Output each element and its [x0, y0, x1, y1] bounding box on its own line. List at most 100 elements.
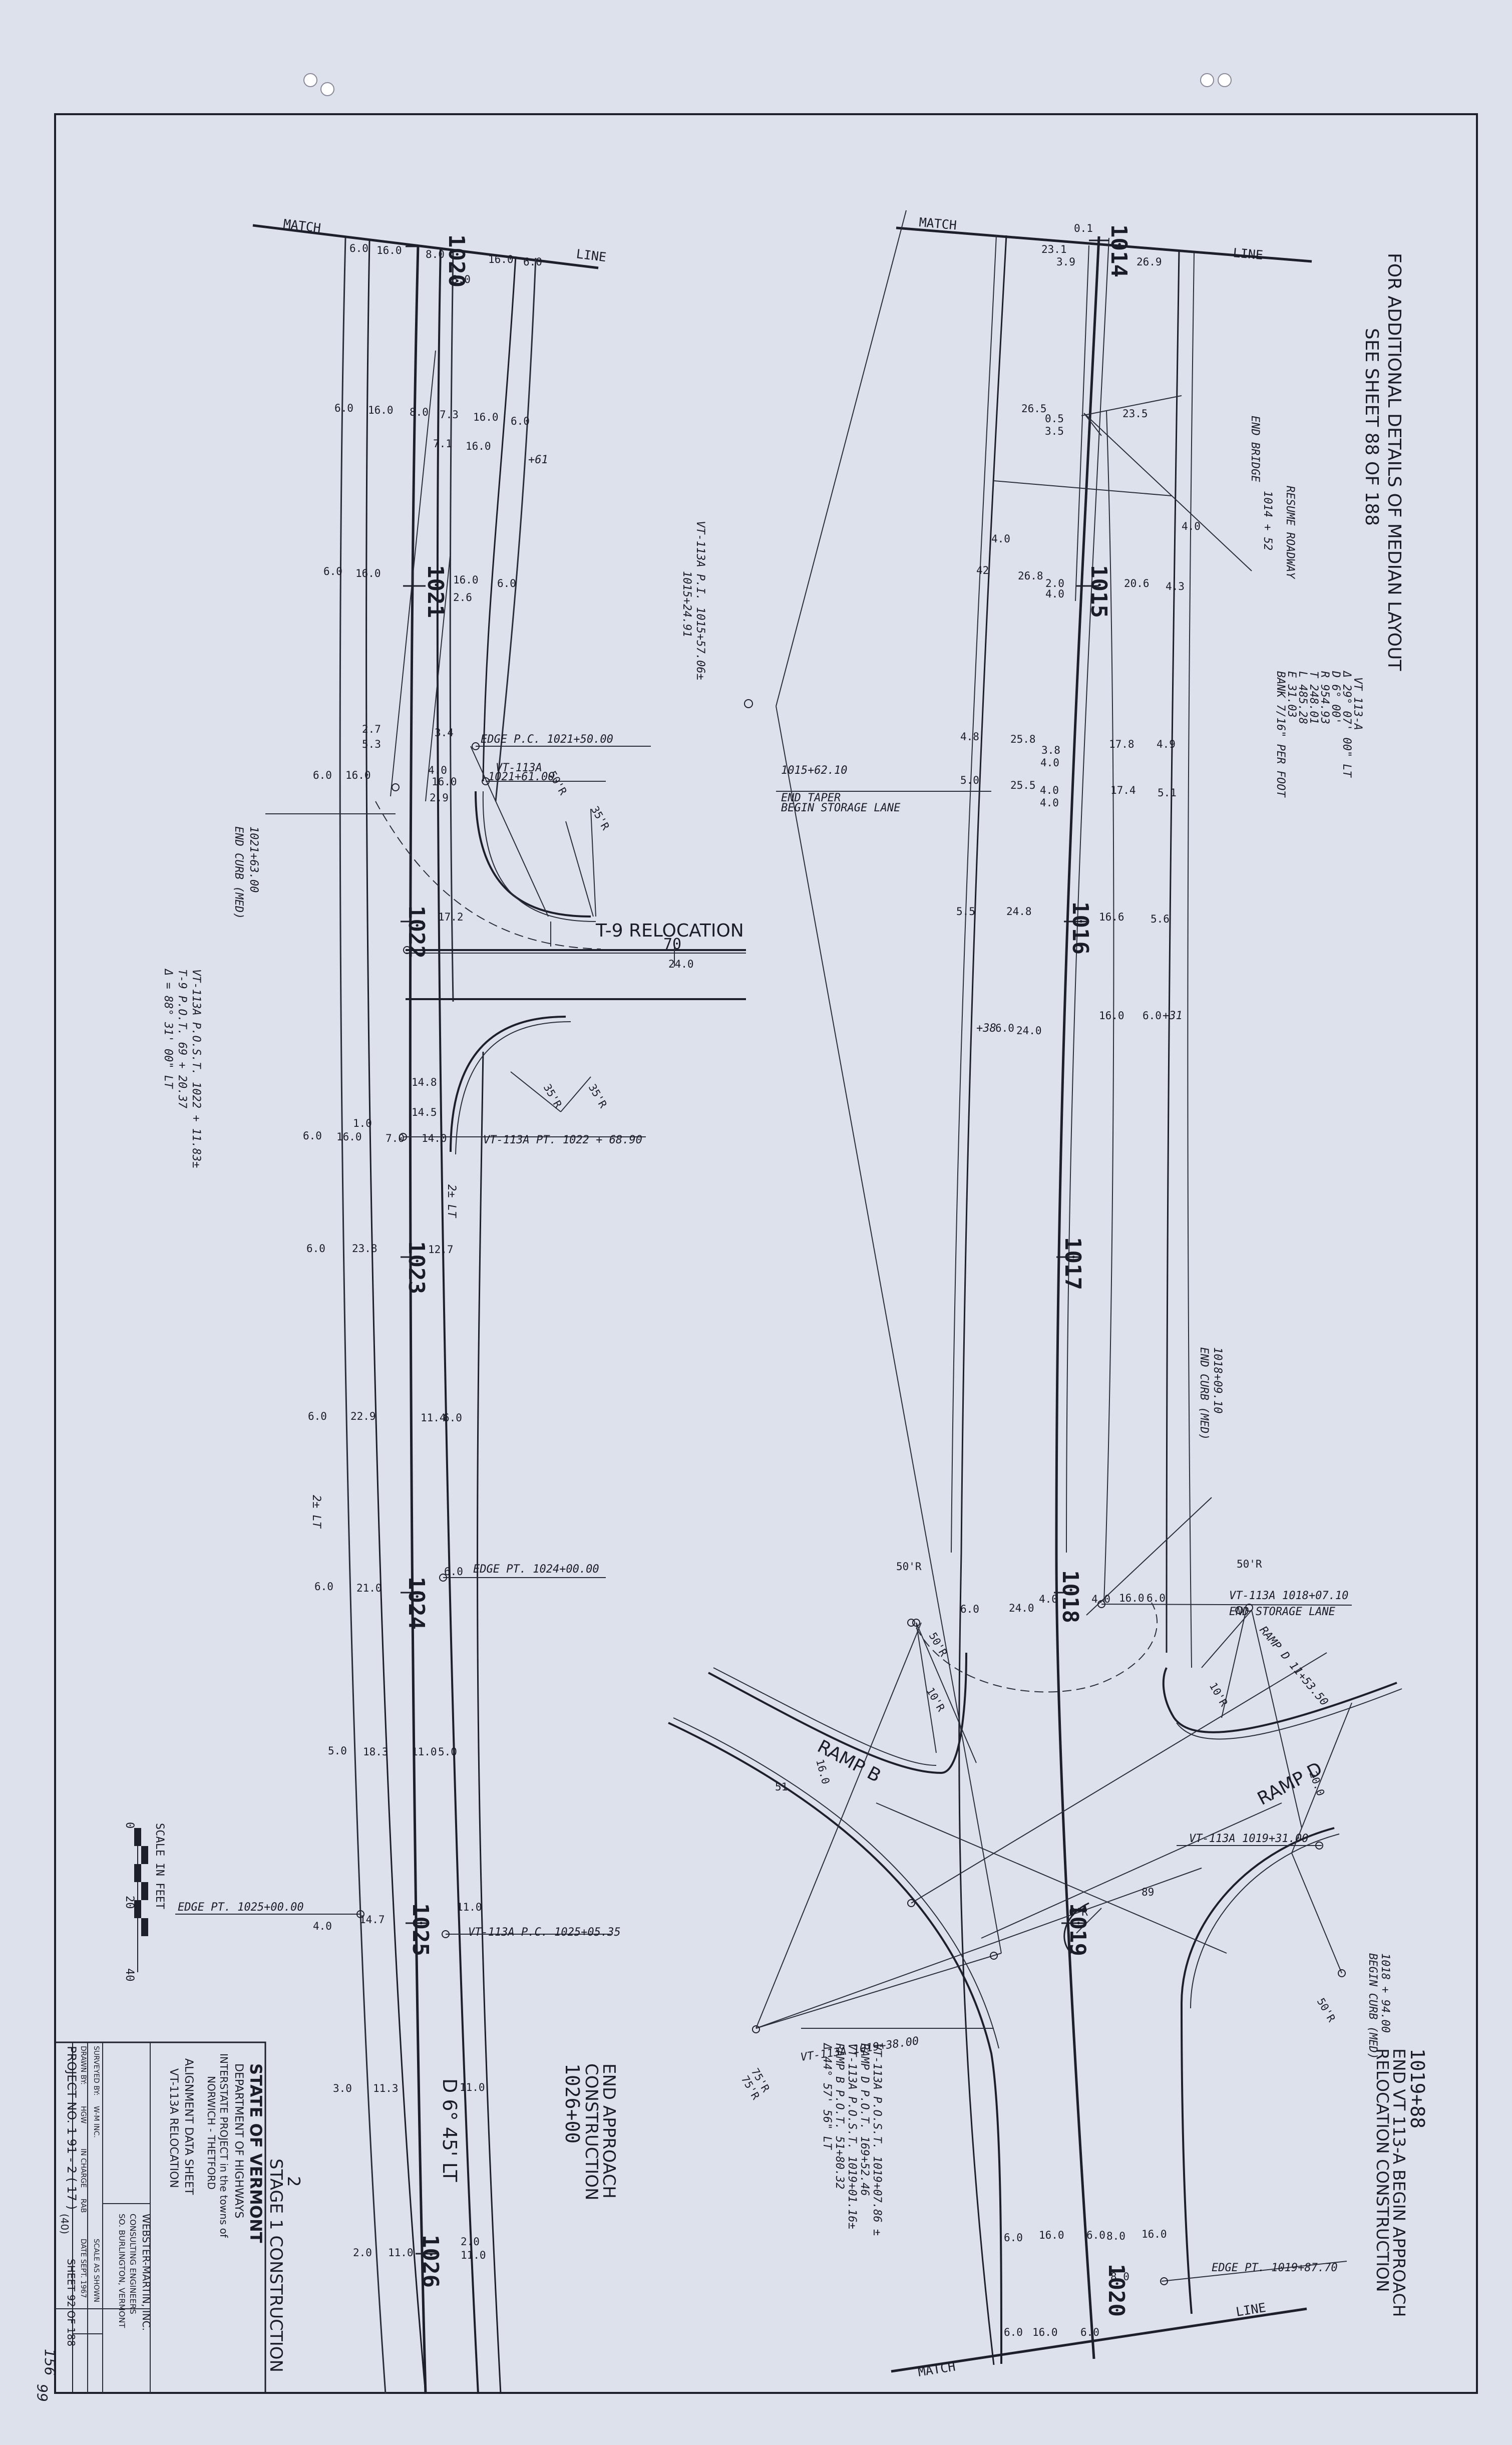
header-note-line1: FOR ADDITIONAL DETAILS OF MEDIAN LAYOUT: [1384, 253, 1404, 671]
svg-text:16.0: 16.0: [1032, 2326, 1058, 2338]
svg-text:2.7: 2.7: [362, 723, 381, 735]
vt-1021-label: VT-113A: [496, 762, 542, 774]
towns: NORWICH - THETFORD: [205, 2076, 217, 2190]
ramp-leaders: [755, 210, 1352, 2029]
svg-text:6.0: 6.0: [1086, 2229, 1105, 2241]
end-storage-label: END STORAGE LANE: [1229, 1606, 1336, 1618]
svg-text:4.0: 4.0: [313, 1920, 332, 1932]
svg-text:3.4: 3.4: [435, 727, 454, 739]
outer-edge-line: [339, 237, 387, 2394]
svg-text:21.0: 21.0: [356, 1582, 382, 1594]
svg-text:16.0: 16.0: [336, 1131, 362, 1143]
svg-text:4.3: 4.3: [1166, 580, 1185, 592]
edge-pt-1019-label: EDGE PT. 1019+87.70: [1212, 2262, 1338, 2274]
svg-text:16.0: 16.0: [355, 567, 381, 579]
svg-text:2.0: 2.0: [353, 2247, 372, 2259]
outer-right-edge: [495, 257, 537, 802]
post-1019-line2: RAMP D P.O.T. 169+52.46: [858, 2043, 871, 2196]
svg-text:4.9: 4.9: [1157, 738, 1176, 750]
match-label-right: MATCH: [918, 215, 957, 232]
svg-text:4.0: 4.0: [1040, 784, 1059, 796]
svg-text:6.0: 6.0: [1143, 1010, 1162, 1022]
svg-text:3.9: 3.9: [1056, 256, 1075, 268]
ramp-b-curb-north: [708, 1652, 967, 1774]
svg-text:6.0: 6.0: [1004, 2326, 1023, 2338]
svg-text:12.7: 12.7: [428, 1244, 454, 1256]
end-bridge-line1: END BRIDGE: [1249, 416, 1261, 482]
svg-text:20.6: 20.6: [1124, 577, 1150, 589]
station-ticks-right: [1054, 239, 1109, 1924]
end-approach-line2: CONSTRUCTION: [581, 2063, 601, 2201]
line-label-left: LINE: [575, 246, 607, 264]
curb-return-nw: [475, 791, 591, 918]
match-line-right: [896, 226, 1312, 263]
svg-text:22.9: 22.9: [350, 1410, 376, 1422]
pt-1022-label: VT-113A PT. 1022 + 68.90: [483, 1134, 642, 1146]
end-vt-line2: RELOCATION CONSTRUCTION: [1373, 2048, 1392, 2292]
station-labels-left: 1020 1021 1022 1023 1024 1025 1026: [404, 234, 469, 2288]
svg-text:51: 51: [775, 1781, 788, 1793]
station-1018: 1018: [1057, 1570, 1083, 1623]
svg-text:6'R: 6'R: [1069, 1906, 1088, 1918]
station-1024: 1024: [404, 1577, 429, 1630]
header-note: FOR ADDITIONAL DETAILS OF MEDIAN LAYOUT …: [1361, 253, 1404, 671]
post-1019-line3: VT-113A P.O.S.T. 1019+01.16±: [846, 2043, 858, 2229]
centerline-vt113a: [409, 245, 427, 2394]
svg-text:3.8: 3.8: [1041, 744, 1060, 756]
dashed-arc-right: [916, 1602, 1158, 1693]
svg-text:6.0: 6.0: [323, 565, 342, 577]
svg-text:14.7: 14.7: [359, 1914, 385, 1926]
punch-hole: [320, 82, 334, 96]
post-1022-line1: VT-113A P.O.S.T. 1022 + 11.83±: [190, 969, 202, 1168]
post-1019-line5: Δ 44° 57' 56" LT: [821, 2042, 833, 2151]
radius-leader: [565, 821, 594, 917]
sheet-title: ALIGNMENT DATA SHEET: [182, 2058, 195, 2195]
match-label-right-bottom: MATCH: [917, 2359, 956, 2379]
svg-text:11.0: 11.0: [461, 2249, 486, 2261]
svg-text:4.0: 4.0: [1039, 1593, 1058, 1605]
svg-text:23.8: 23.8: [352, 1243, 377, 1255]
firm-name: WEBSTER-MARTIN, INC.: [140, 2214, 152, 2331]
drawn-by-value: HGW: [79, 2106, 87, 2123]
svg-text:8.0: 8.0: [410, 406, 429, 418]
drawn-by-label: DRAWN BY:: [79, 2046, 87, 2085]
ramp-d-curb-north: [1162, 1667, 1397, 1733]
svg-text:6.0: 6.0: [497, 577, 516, 589]
leaders-right: [776, 791, 1352, 2282]
svg-text:16.0: 16.0: [368, 404, 394, 416]
plus61-label: +61: [528, 454, 548, 466]
svg-text:4.0: 4.0: [428, 764, 447, 776]
dashed-arc: [375, 801, 601, 950]
vt-1018-label: VT-113A 1018+07.10: [1229, 1590, 1348, 1602]
svg-text:24.0: 24.0: [668, 958, 694, 970]
punch-hole: [1218, 73, 1232, 87]
begin-curb-station: 1018 + 94.00: [1379, 1953, 1391, 2033]
station-1022: 1022: [404, 905, 429, 959]
left-panel: MATCH LINE: [123, 216, 746, 2394]
scale-bar: 0 20 40 SCALE IN FEET: [123, 1822, 166, 1982]
end-curb-1021-label: END CURB (MED): [232, 826, 245, 919]
plus38-label: +38: [976, 1022, 996, 1035]
svg-text:7.3: 7.3: [440, 409, 459, 421]
line-label-right: LINE: [1232, 245, 1264, 262]
taper-line-2: [390, 350, 436, 797]
sheet-number: SHEET 92 OF 188: [65, 2259, 77, 2346]
svg-text:26.5: 26.5: [1021, 403, 1047, 415]
svg-text:6.0: 6.0: [1080, 2326, 1099, 2338]
punch-hole: [1200, 73, 1214, 87]
scale-twenty: 20: [123, 1896, 136, 1909]
svg-text:16.6: 16.6: [1099, 911, 1124, 923]
median-nose: [1063, 1902, 1089, 1954]
vt-pi-line1: VT-113A P.I. 1015+57.06±: [694, 521, 706, 680]
end-approach-station: 1026+00: [561, 2063, 583, 2144]
median-edge: [436, 247, 479, 2394]
curve-data: VT 113-A Δ 29° 07' 00" LT D 6° 00' R 954…: [1274, 670, 1364, 798]
svg-text:1.0: 1.0: [353, 1117, 372, 1129]
svg-text:5.0: 5.0: [328, 1745, 347, 1757]
station-1016: 1016: [1067, 901, 1093, 955]
match-line-right-bottom: [891, 2307, 1307, 2373]
vt-pi-line2: 1015+24.91: [680, 571, 693, 637]
station-1017: 1017: [1060, 1237, 1085, 1290]
station-1026: 1026: [418, 2235, 443, 2288]
